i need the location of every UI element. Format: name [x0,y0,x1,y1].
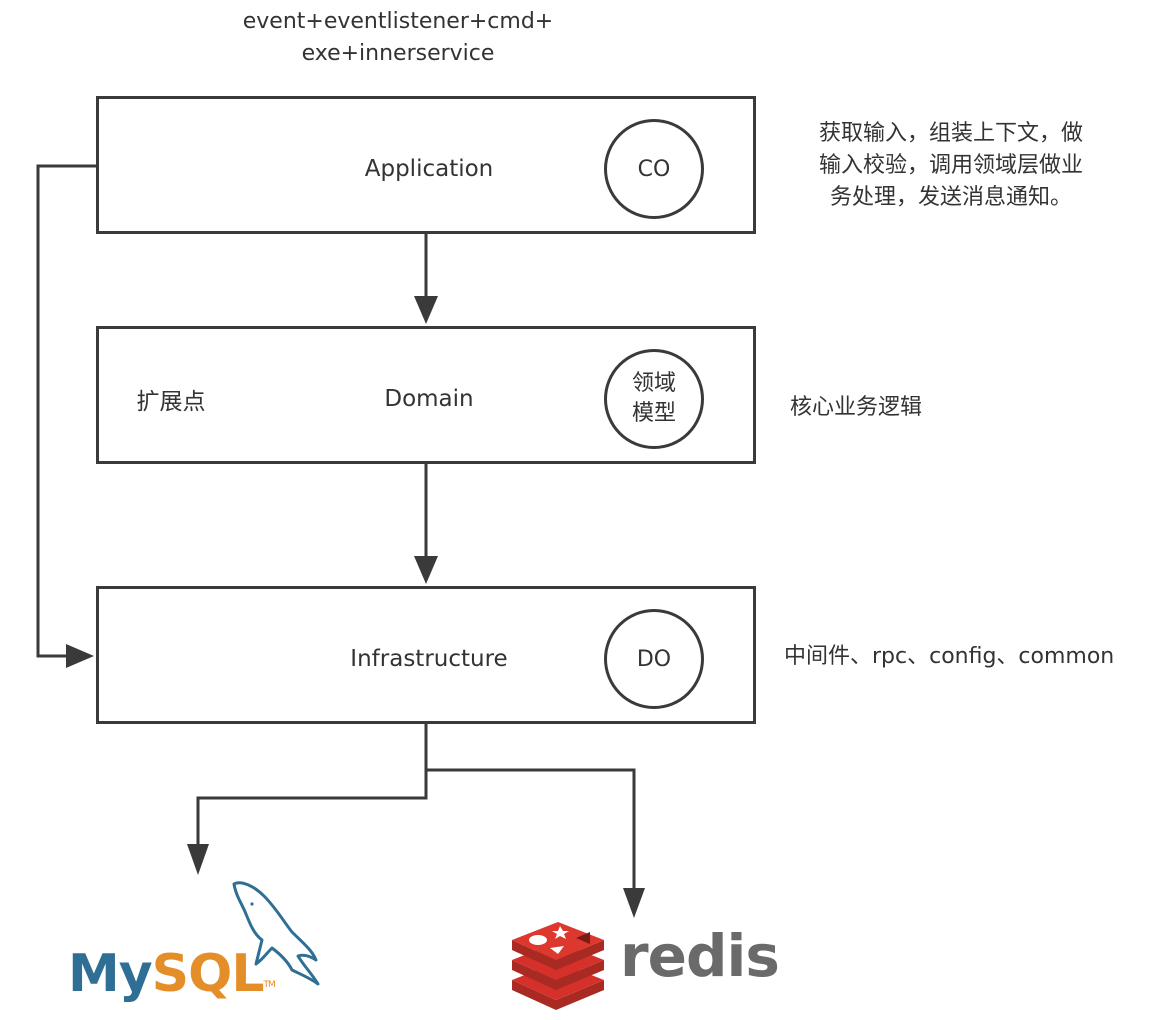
infrastructure-note-line-1: 中间件、rpc、config、common [784,644,1115,669]
domain-layer-title: Domain [384,386,474,412]
domain-note-line-1: 核心业务逻辑 [790,395,923,420]
mysql-word-my: My [68,944,153,1004]
domain-layer[interactable]: 扩展点 Domain 领域 模型 [96,326,756,464]
application-layer-note: 获取输入，组装上下文，做 输入校验，调用领域层做业 务处理，发送消息通知。 [786,118,1116,214]
top-note-line-1: event+eventlistener+cmd+ [242,9,554,34]
mysql-logo: MySQLTM [66,878,336,1018]
do-object-label: DO [636,646,672,672]
arrow-infrastructure-to-redis [426,768,636,892]
extension-point-label: 扩展点 [136,389,206,415]
redis-cube-icon [512,922,604,1010]
arrowhead-application-to-domain [414,296,438,324]
infrastructure-layer[interactable]: Infrastructure DO [96,586,756,724]
mysql-dolphin-icon [232,881,320,986]
application-layer-title: Application [364,156,494,182]
top-note-line-2: exe+innerservice [301,41,495,66]
arrow-infrastructure-to-mysql [196,722,428,848]
application-layer[interactable]: Application CO [96,96,756,234]
application-note-line-1: 获取输入，组装上下文，做 [818,121,1083,146]
domain-model-label-line-2: 模型 [631,401,676,426]
redis-logo: redis [508,918,780,1013]
infrastructure-layer-note: 中间件、rpc、config、common [784,641,1114,673]
domain-layer-note: 核心业务逻辑 [790,392,922,424]
co-object-label: CO [637,156,671,182]
arrowhead-to-mysql [187,844,209,875]
arrowhead-domain-to-infrastructure [414,556,438,584]
application-note-line-3: 务处理，发送消息通知。 [829,185,1072,210]
domain-model-label-line-1: 领域 [631,371,676,396]
mysql-word-sql: SQL [151,944,265,1004]
arrowhead-application-to-infrastructure [66,644,94,668]
mysql-wordmark: MySQLTM [68,944,276,1004]
application-components-note: event+eventlistener+cmd+ exe+innerservic… [200,6,596,70]
arrowhead-to-redis [623,888,645,918]
redis-wordmark: redis [620,922,780,990]
do-object-circle: DO [604,609,704,709]
domain-model-circle: 领域 模型 [604,349,704,449]
infrastructure-layer-title: Infrastructure [350,646,508,672]
application-note-line-2: 输入校验，调用领域层做业 [818,153,1083,178]
arrow-application-to-infrastructure [36,164,98,658]
mysql-trademark: TM [263,980,275,990]
co-object-circle: CO [604,119,704,219]
